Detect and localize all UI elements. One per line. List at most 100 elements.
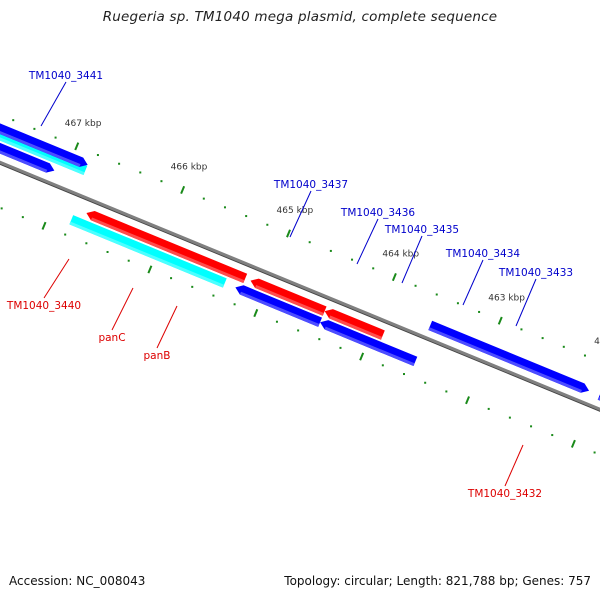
backbone xyxy=(0,160,600,412)
label-leader-line xyxy=(356,218,379,265)
minor-tick xyxy=(12,119,15,122)
label-leader-line xyxy=(504,444,524,487)
label-leader-line xyxy=(40,81,67,127)
tick-label: 463 kbp xyxy=(488,293,525,303)
minor-tick xyxy=(403,373,406,376)
major-tick xyxy=(359,352,365,361)
minor-tick xyxy=(85,242,88,245)
minor-tick xyxy=(212,294,215,297)
label-leader-line xyxy=(111,287,134,331)
summary-text: Topology: circular; Length: 821,788 bp; … xyxy=(284,574,591,588)
gene-feature-panb xyxy=(324,309,385,340)
gene-highlight xyxy=(0,130,81,167)
minor-tick xyxy=(297,329,300,332)
minor-tick xyxy=(372,267,375,270)
tick-label: 462 kbp xyxy=(594,337,600,347)
major-tick xyxy=(180,185,186,194)
minor-tick xyxy=(445,390,448,393)
gene-highlight xyxy=(239,291,320,327)
minor-tick xyxy=(54,136,57,139)
minor-tick xyxy=(202,197,205,200)
gene-label-tm1040_3434: TM1040_3434 xyxy=(445,248,520,260)
minor-tick xyxy=(106,250,109,253)
gene-label-tm1040_3441: TM1040_3441 xyxy=(28,70,103,82)
gene-label-panc: panC xyxy=(98,332,125,344)
minor-tick xyxy=(160,180,163,183)
gene-highlight xyxy=(329,315,383,340)
label-leader-line xyxy=(289,190,312,238)
gene-label-tm1040_3432: TM1040_3432 xyxy=(467,488,542,500)
backbone-shadow xyxy=(0,162,600,412)
label-leader-line xyxy=(43,258,70,299)
gene-feature-tm1040_3440_cyan xyxy=(69,215,227,288)
major-tick xyxy=(286,229,291,238)
minor-tick xyxy=(339,346,342,349)
gene-body xyxy=(69,215,227,288)
gene-label-tm1040_3433: TM1040_3433 xyxy=(498,267,573,279)
gene-body xyxy=(0,142,55,173)
label-leader-line xyxy=(156,305,178,349)
minor-tick xyxy=(478,310,481,313)
gene-label-tm1040_3440: TM1040_3440 xyxy=(6,300,81,312)
minor-tick xyxy=(381,364,384,367)
gene-features xyxy=(0,123,600,401)
minor-tick xyxy=(223,206,226,209)
gene-label-panb: panB xyxy=(144,350,171,362)
label-leader-line xyxy=(515,278,537,327)
tick-label: 467 kbp xyxy=(65,119,102,129)
gene-feature-fwd_468 xyxy=(0,142,55,173)
gene-label-tm1040_3437: TM1040_3437 xyxy=(273,179,348,191)
backbone-line xyxy=(0,160,600,411)
minor-tick xyxy=(541,337,544,340)
major-tick xyxy=(41,221,47,230)
gene-feature-tm1040_3441_cds xyxy=(0,123,88,167)
minor-tick xyxy=(318,338,321,341)
major-tick xyxy=(497,316,503,325)
minor-tick xyxy=(456,302,459,305)
gene-highlight xyxy=(324,326,415,367)
minor-tick xyxy=(266,223,269,226)
major-tick xyxy=(465,396,470,405)
gene-highlight xyxy=(69,221,225,288)
minor-tick xyxy=(487,407,490,410)
minor-tick xyxy=(414,284,417,287)
minor-tick xyxy=(329,249,332,252)
gene-body xyxy=(0,123,88,167)
minor-tick xyxy=(351,258,354,261)
minor-tick xyxy=(233,303,236,306)
gene-body xyxy=(428,320,590,393)
major-tick xyxy=(147,265,153,274)
gene-feature-tm1040_3437 xyxy=(428,320,590,393)
minor-tick xyxy=(118,162,121,165)
gene-highlight xyxy=(597,396,600,401)
minor-tick xyxy=(424,381,427,384)
gene-label-tm1040_3436: TM1040_3436 xyxy=(340,207,415,219)
minor-tick xyxy=(96,154,99,157)
major-tick xyxy=(391,272,397,282)
minor-tick xyxy=(245,215,248,218)
minor-tick xyxy=(21,216,24,219)
tick-label: 466 kbp xyxy=(171,163,208,173)
minor-tick xyxy=(435,293,438,296)
gene-highlight xyxy=(90,217,245,284)
gene-highlight xyxy=(0,137,85,176)
label-leader-line xyxy=(462,259,484,306)
minor-tick xyxy=(0,207,3,210)
tick-label: 464 kbp xyxy=(382,250,419,260)
minor-tick xyxy=(64,233,67,236)
gene-feature-panb_fwd xyxy=(320,320,418,367)
minor-tick xyxy=(308,241,311,244)
minor-tick xyxy=(583,354,586,357)
major-tick xyxy=(253,308,259,318)
gene-feature-panc xyxy=(250,278,327,316)
gene-highlight xyxy=(254,285,324,316)
minor-tick xyxy=(520,328,523,331)
minor-tick xyxy=(551,434,554,437)
minor-tick xyxy=(127,259,130,262)
minor-tick xyxy=(562,345,565,348)
minor-tick xyxy=(33,127,36,130)
gene-feature-tm1040_3440 xyxy=(86,211,248,284)
